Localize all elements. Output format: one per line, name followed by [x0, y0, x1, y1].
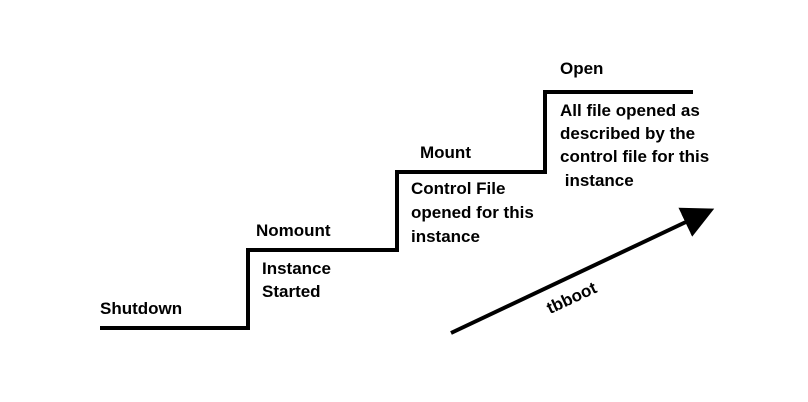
stage-open-desc-line-4: instance: [560, 171, 634, 190]
staircase-line: [100, 90, 693, 330]
stage-open-desc-line-2: described by the: [560, 124, 695, 143]
stage-open-desc-line-3: control file for this: [560, 147, 709, 166]
stage-mount-desc-line-2: opened for this: [411, 203, 534, 222]
stage-mount-desc-line-1: Control File: [411, 179, 505, 198]
stage-open-desc-line-1: All file opened as: [560, 101, 700, 120]
progress-arrow: [450, 207, 715, 335]
stage-mount-desc-line-3: instance: [411, 227, 480, 246]
stage-open-title: Open: [560, 59, 603, 78]
stage-shutdown-title: Shutdown: [100, 299, 182, 318]
stage-nomount-title: Nomount: [256, 221, 331, 240]
stage-nomount-desc-line-2: Started: [262, 282, 321, 301]
stage-nomount-desc-line-1: Instance: [262, 259, 331, 278]
stage-mount-title: Mount: [420, 143, 471, 162]
